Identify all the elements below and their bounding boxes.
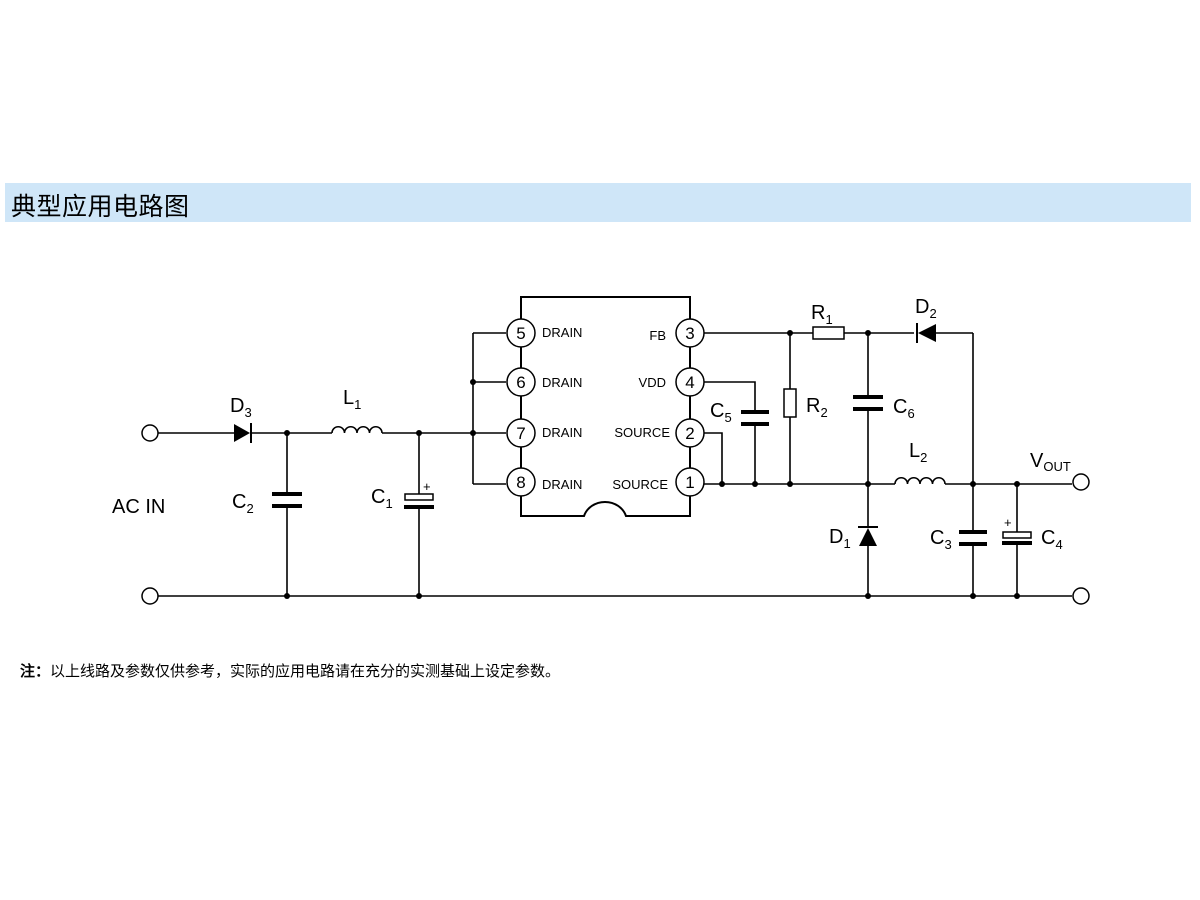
c4-label: C4: [1041, 527, 1063, 552]
c2-label: C2: [232, 491, 254, 516]
svg-text:2: 2: [685, 424, 694, 443]
footnote: 注：以上线路及参数仅供参考，实际的应用电路请在充分的实测基础上设定参数。: [20, 660, 560, 681]
junction-dots: [284, 330, 1020, 599]
pin-2-name: SOURCE: [614, 425, 670, 440]
ic-pin-2: 2: [675, 418, 705, 448]
ic-pin-3: 3: [675, 318, 705, 348]
c6-label: C6: [893, 396, 915, 421]
capacitor-c1: [404, 493, 434, 509]
ic-pin-8: 8: [506, 467, 536, 497]
vout-terminal: [1072, 473, 1090, 491]
ic-pin-1: 1: [675, 467, 705, 497]
vout-label: VOUT: [1030, 450, 1071, 474]
diode-d2: [916, 323, 936, 343]
d3-label: D3: [230, 395, 252, 420]
pin-8-name: DRAIN: [542, 477, 582, 492]
ic-pin-4: 4: [675, 367, 705, 397]
capacitor-c2: [272, 492, 302, 508]
svg-text:3: 3: [685, 324, 694, 343]
l2-label: L2: [909, 440, 927, 465]
r2-label: R2: [806, 395, 828, 420]
c4-plus-sign: +: [1004, 515, 1012, 530]
pin-3-name: FB: [649, 328, 666, 343]
svg-text:5: 5: [516, 324, 525, 343]
svg-text:7: 7: [516, 424, 525, 443]
footnote-prefix: 注：: [20, 662, 51, 680]
capacitor-c3: [959, 530, 987, 546]
d1-label: D1: [829, 526, 851, 551]
diode-d1: [858, 526, 878, 546]
ic-pin-7: 7: [506, 418, 536, 448]
resistor-r1: [812, 326, 845, 340]
diode-d3: [234, 423, 252, 443]
d2-label: D2: [915, 296, 937, 321]
l1-label: L1: [343, 387, 361, 412]
pin-5-name: DRAIN: [542, 325, 582, 340]
r1-label: R1: [811, 302, 833, 327]
pin-4-name: VDD: [639, 375, 666, 390]
capacitor-c5: [741, 410, 769, 426]
c1-plus-sign: +: [423, 479, 431, 494]
ac-in-label: AC IN: [112, 496, 165, 518]
page-title: 典型应用电路图: [11, 192, 190, 221]
svg-text:6: 6: [516, 373, 525, 392]
header-bar: 典型应用电路图: [5, 183, 1191, 222]
svg-text:8: 8: [516, 473, 525, 492]
footnote-text: 以上线路及参数仅供参考，实际的应用电路请在充分的实测基础上设定参数。: [50, 662, 561, 680]
ic-pin-6: 6: [506, 367, 536, 397]
pin-1-name: SOURCE: [612, 477, 668, 492]
capacitor-c6: [853, 395, 883, 411]
resistor-r2: [783, 388, 797, 418]
ground-terminal: [1072, 587, 1090, 605]
ac-input-terminal-bottom: [141, 587, 159, 605]
inductor-l1: [331, 425, 383, 434]
ic-pin-5: 5: [506, 318, 536, 348]
c3-label: C3: [930, 527, 952, 552]
svg-text:4: 4: [685, 373, 694, 392]
inductor-l2: [894, 476, 946, 485]
svg-text:1: 1: [685, 473, 694, 492]
c5-label: C5: [710, 400, 732, 425]
c1-label: C1: [371, 486, 393, 511]
pin-7-name: DRAIN: [542, 425, 582, 440]
capacitor-c4: [1002, 531, 1032, 545]
wires: [158, 296, 1072, 597]
ac-input-terminal-top: [141, 424, 159, 442]
pin-6-name: DRAIN: [542, 375, 582, 390]
